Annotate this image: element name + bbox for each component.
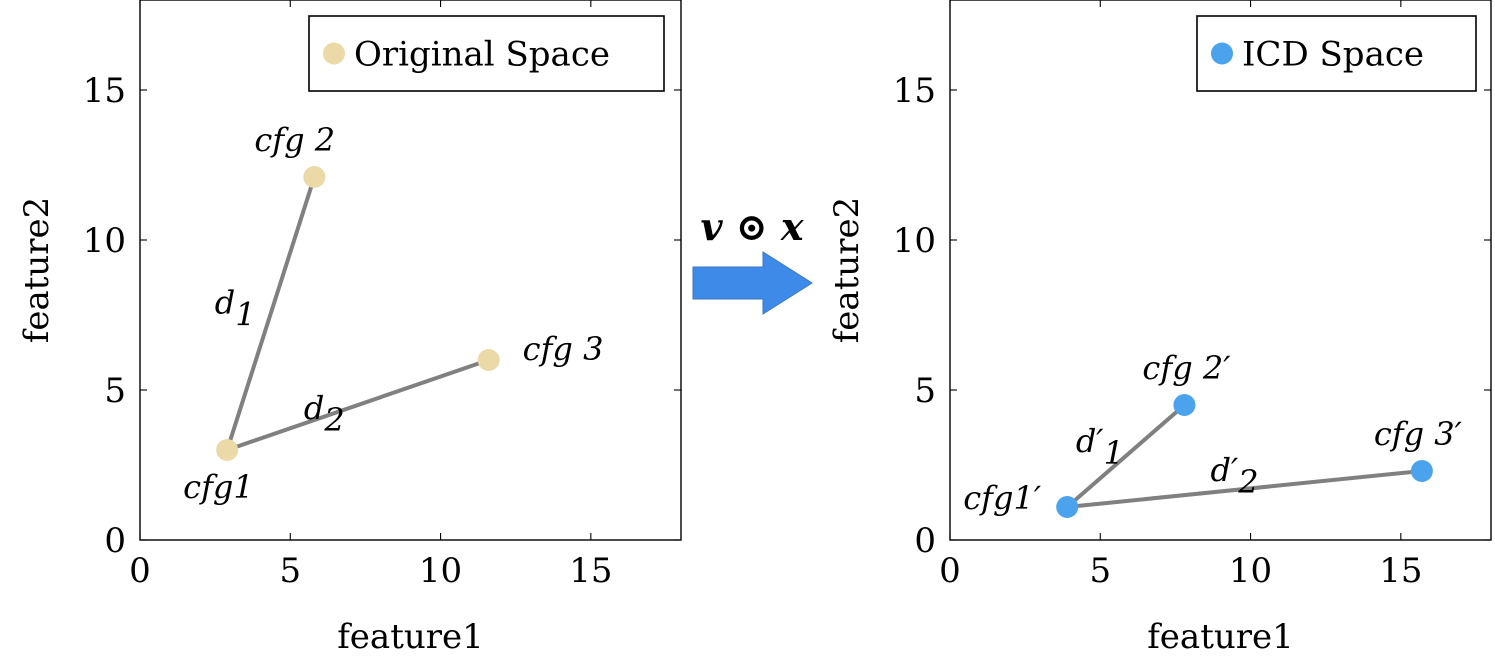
data-point — [477, 349, 500, 371]
x-axis-label: feature1 — [1147, 617, 1294, 657]
transform-label: v ⊙ x — [700, 204, 804, 249]
legend: ICD Space — [1196, 15, 1477, 92]
legend-marker — [323, 42, 345, 65]
y-axis-label: feature2 — [827, 197, 867, 344]
legend-label: Original Space — [354, 35, 610, 75]
distance-segment — [225, 175, 317, 452]
x-tick-label: 10 — [1229, 551, 1272, 591]
segment-label: d′2 — [1211, 451, 1259, 501]
y-tick-label: 15 — [893, 71, 936, 111]
x-tick-label: 0 — [939, 551, 961, 591]
legend-label: ICD Space — [1242, 35, 1424, 75]
axes-frame — [139, 0, 682, 541]
panel-original-space: 0 5 10 15 0 5 10 15 feature1 feature2 d1 d2 cfg1 cfg … — [17, 0, 682, 657]
y-tick-label: 0 — [104, 521, 126, 561]
distance-segment — [225, 358, 491, 452]
point-label: cfg1 — [183, 468, 254, 506]
data-point — [216, 439, 239, 461]
point-label: cfg 2′ — [1142, 349, 1231, 387]
x-tick-label: 5 — [1089, 551, 1111, 591]
panel-icd-space: 0 5 10 15 0 5 10 15 feature1 feature2 d′1 d′2 cfg1′ c… — [827, 0, 1492, 657]
transform-arrow — [692, 251, 813, 315]
distance-segment — [1065, 403, 1187, 509]
segment-label: d′1 — [1076, 422, 1124, 472]
y-tick-label: 0 — [914, 521, 936, 561]
data-point — [1056, 496, 1079, 518]
y-axis-label: feature2 — [17, 197, 57, 344]
point-label: cfg 3′ — [1374, 415, 1463, 453]
data-point — [1410, 460, 1433, 482]
data-point — [1173, 394, 1196, 416]
y-tick-label: 10 — [83, 221, 126, 261]
segment-label: d2 — [304, 389, 345, 439]
y-tick-label: 10 — [893, 221, 936, 261]
data-point — [303, 166, 326, 188]
x-tick-label: 15 — [569, 551, 612, 591]
axes-frame — [949, 0, 1492, 541]
y-tick-label: 5 — [104, 371, 126, 411]
x-tick-label: 10 — [419, 551, 462, 591]
x-tick-label: 15 — [1379, 551, 1422, 591]
legend: Original Space — [308, 15, 665, 92]
legend-box — [308, 15, 665, 92]
x-tick-label: 0 — [129, 551, 151, 591]
legend-box — [1196, 15, 1477, 92]
point-label: cfg 2 — [254, 121, 335, 159]
point-label: cfg 3 — [523, 330, 604, 368]
y-tick-label: 5 — [914, 371, 936, 411]
y-tick-label: 15 — [83, 71, 126, 111]
distance-segment — [1065, 469, 1424, 509]
legend-marker — [1211, 42, 1233, 65]
transform-annotation: v ⊙ x — [692, 204, 813, 315]
point-label: cfg1′ — [963, 479, 1042, 517]
segment-label: d1 — [215, 284, 256, 334]
x-tick-label: 5 — [279, 551, 301, 591]
x-axis-label: feature1 — [337, 617, 484, 657]
